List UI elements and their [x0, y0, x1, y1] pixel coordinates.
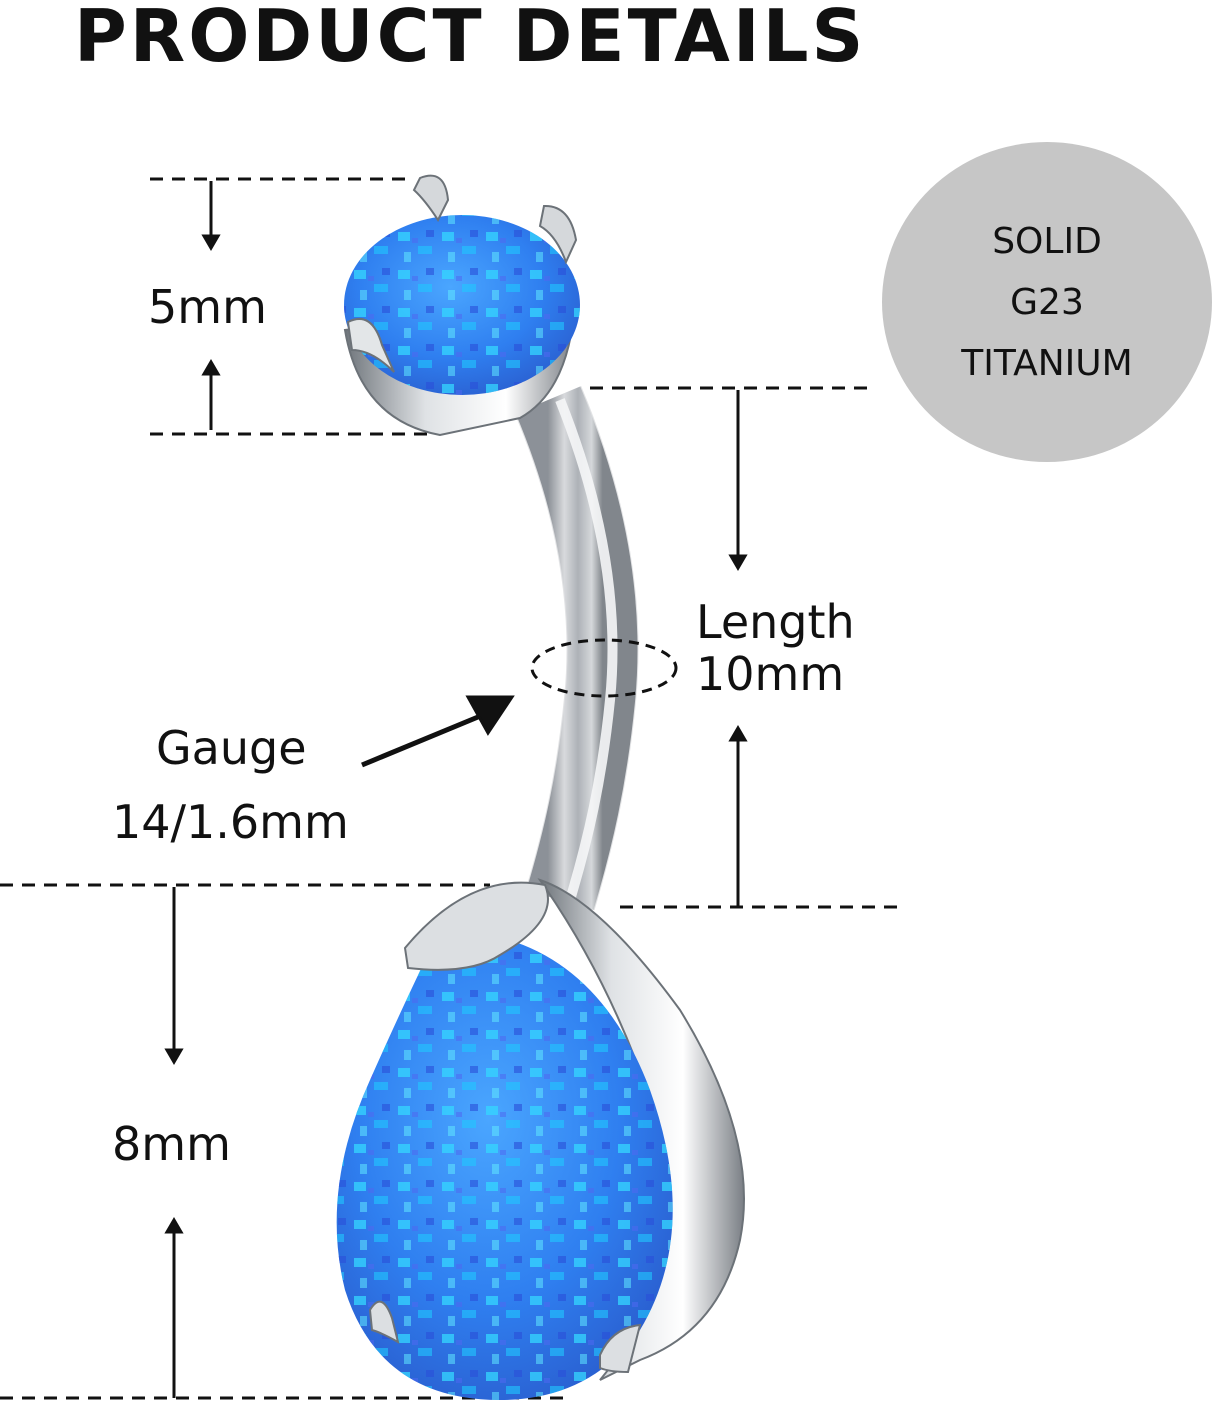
gauge-label: Gauge: [156, 721, 307, 775]
bar-length-label: Length: [696, 595, 855, 649]
top-ball: [343, 174, 580, 437]
gauge-value: 14/1.6mm: [112, 795, 349, 849]
curved-bar: [515, 386, 638, 911]
dimension-arrows: [164, 181, 748, 1398]
bar-length-value: 10mm: [696, 647, 845, 701]
badge-line-grade: G23: [1010, 281, 1084, 323]
badge-line-solid: SOLID: [992, 220, 1102, 262]
badge-line-material: TITANIUM: [961, 342, 1133, 384]
bottom-stone: [336, 878, 745, 1400]
top-ball-size: 5mm: [148, 280, 267, 334]
bottom-stone-size: 8mm: [112, 1117, 231, 1171]
material-badge: SOLID G23 TITANIUM: [882, 142, 1212, 462]
page-title: PRODUCT DETAILS: [74, 0, 867, 78]
gauge-marker: [530, 638, 678, 698]
